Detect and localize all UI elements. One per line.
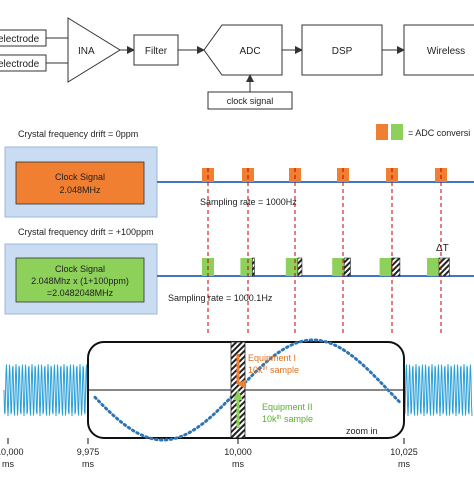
adc-pulses-100ppm	[202, 257, 450, 277]
tick-unit-1: ms	[2, 459, 14, 469]
adc-pulse-100ppm-4	[332, 258, 345, 276]
clock-freq-0ppm: 2.048MHz	[59, 185, 101, 195]
clock-box-0ppm	[15, 161, 145, 205]
drift-hatch-2	[252, 257, 255, 277]
electrode-label-1: electrode	[0, 34, 40, 45]
right-oscillation-burst	[403, 363, 473, 417]
drift-hatch-4	[343, 257, 351, 277]
adc-pulse-100ppm-5	[379, 258, 392, 276]
adc-pulse-100ppm-2	[240, 258, 253, 276]
equipment-2-arrowhead	[233, 390, 243, 400]
adc-pulses-0ppm	[202, 168, 447, 182]
legend-label: = ADC conversi	[408, 128, 470, 138]
waveform-panel: Equipment I 10kth sample Equipment II 10…	[0, 338, 473, 469]
scenario-100ppm: Crystal frequency drift = +100ppm Clock …	[4, 227, 474, 315]
clock-box-100ppm	[15, 257, 145, 303]
tick-label-4: 10,025	[390, 447, 418, 457]
equipment-1-label: Equipment I	[248, 353, 296, 363]
clock-line2-100ppm: 2.048Mhz x (1+100ppm)	[31, 276, 129, 286]
left-oscillation-burst	[3, 363, 89, 417]
tick-label-1: 10,000	[0, 447, 24, 457]
zoom-in-label: zoom in	[346, 426, 378, 436]
block-diagram: electrode electrode INA Filter ADC DSP W…	[0, 17, 474, 110]
wireless-label: Wireless	[427, 46, 465, 57]
alignment-dashes	[207, 168, 442, 334]
ina-label: INA	[78, 46, 95, 57]
clock-signal-label: clock signal	[227, 96, 274, 106]
drift-hatch-3	[297, 257, 303, 277]
drift-hatch-6	[438, 257, 450, 277]
tick-unit-2: ms	[82, 459, 94, 469]
tick-unit-3: ms	[232, 459, 244, 469]
adc-pulse-100ppm-6	[427, 258, 439, 276]
filter-label: Filter	[145, 46, 168, 57]
clock-line3-100ppm: =2.0482048MHz	[47, 288, 114, 298]
electrode-label-2: electrode	[0, 59, 40, 70]
sampling-rate-0ppm: Sampling rate = 1000Hz	[200, 197, 297, 207]
scenario-0ppm: Crystal frequency drift = 0ppm Clock Sig…	[4, 129, 474, 218]
clock-title-0ppm: Clock Signal	[55, 172, 105, 182]
sampling-rate-100ppm: Sampling rate = 1000.1Hz	[168, 293, 273, 303]
equipment-2-sample-label: 10kth sample	[262, 414, 313, 424]
dsp-label: DSP	[332, 46, 353, 57]
drift-hatch-5	[391, 257, 401, 277]
zoomed-sine-wave	[93, 338, 402, 442]
drift-label-0ppm: Crystal frequency drift = 0ppm	[18, 129, 138, 139]
tick-label-2: 9,975	[77, 447, 100, 457]
equipment-2-label: Equipment II	[262, 402, 313, 412]
clock-line1-100ppm: Clock Signal	[55, 264, 105, 274]
drift-label-100ppm: Crystal frequency drift = +100ppm	[18, 227, 154, 237]
tick-label-3: 10,000	[224, 447, 252, 457]
adc-label: ADC	[239, 46, 260, 57]
ina-amplifier	[67, 17, 121, 83]
wireless-block	[403, 24, 474, 76]
tick-unit-4: ms	[398, 459, 410, 469]
adc-pulse-100ppm-3	[285, 258, 298, 276]
legend-green-swatch	[391, 124, 403, 140]
delta-t-label: ΔT	[436, 243, 449, 254]
equipment-1-sample-label: 10kth sample	[248, 365, 299, 375]
legend: = ADC conversi	[376, 124, 470, 140]
legend-orange-swatch	[376, 124, 388, 140]
